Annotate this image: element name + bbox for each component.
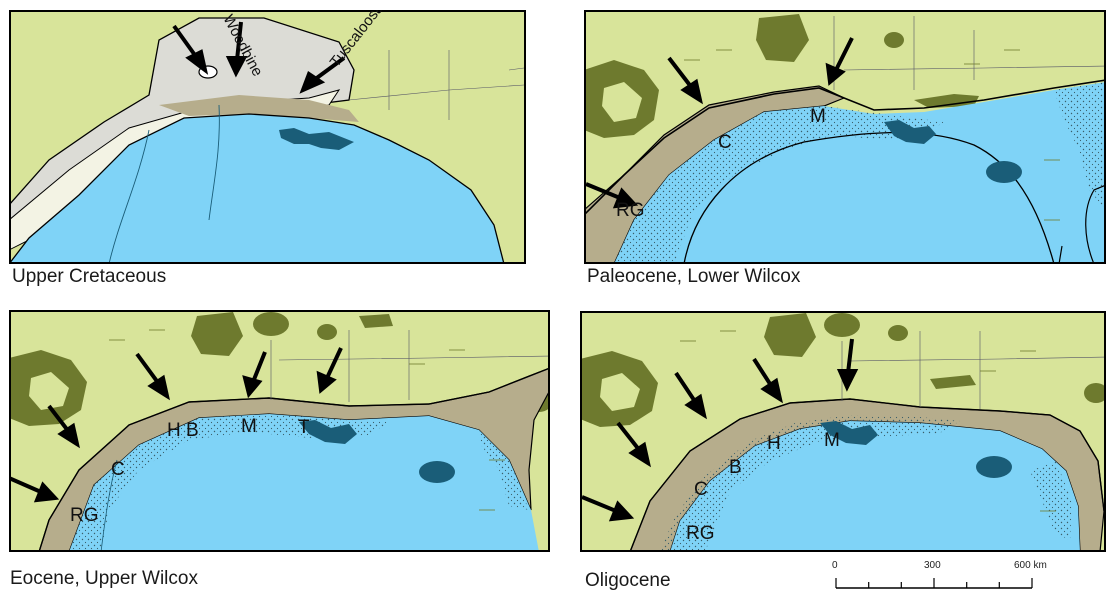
land-outline — [1085, 184, 1105, 263]
label-c: C — [718, 132, 732, 153]
upland-ridge — [930, 375, 976, 389]
panel-frame — [9, 310, 550, 552]
map-svg-oligocene: H M B C RG — [580, 311, 1106, 552]
panel-frame — [584, 10, 1106, 264]
label-rg: RG — [616, 200, 645, 221]
state-line — [843, 65, 1105, 71]
upland-hill — [317, 324, 337, 340]
upland-north — [191, 312, 243, 356]
label-rg: RG — [686, 523, 715, 544]
map-svg-paleocene-lower-wilcox: M C RG — [584, 10, 1106, 264]
dash-marks — [680, 330, 1056, 512]
state-line — [508, 67, 525, 71]
label-m: M — [824, 430, 840, 451]
upland-hill — [884, 32, 904, 48]
shelf-stipple-east — [479, 430, 529, 510]
shoreline — [629, 398, 1105, 551]
scale-bar: 0 300 600 km — [826, 548, 1076, 598]
shelf-stipple — [69, 414, 389, 551]
shelf-stipple-east — [1030, 461, 1072, 541]
upland-hill — [253, 312, 289, 336]
land-outline — [1058, 245, 1063, 263]
map-panel-eocene-upper-wilcox: H B M T C RG — [9, 310, 550, 552]
label-c: C — [111, 459, 125, 480]
label-m: M — [241, 416, 257, 437]
upland-basin — [602, 82, 642, 122]
dash-marks — [684, 49, 1060, 221]
gulf-water — [10, 113, 505, 263]
scale-bar-svg: 0 300 600 km — [832, 560, 1047, 589]
river-line — [108, 129, 150, 263]
label-t: T — [298, 417, 310, 438]
upland-north — [756, 14, 809, 62]
map-panel-paleocene-lower-wilcox: M C RG — [584, 10, 1106, 264]
sediment-arrows — [172, 21, 346, 94]
map-svg-upper-cretaceous: Woodbine Tuscaloosa — [9, 10, 526, 264]
delta — [299, 420, 357, 444]
label-h: H — [767, 433, 781, 454]
basin-lake — [419, 461, 455, 483]
shoreline — [38, 367, 549, 551]
basin-lake — [986, 161, 1022, 183]
map-svg-eocene-upper-wilcox: H B M T C RG — [9, 310, 550, 552]
scale-label-600: 600 km — [1014, 560, 1047, 571]
upland-north — [764, 313, 816, 357]
scale-label-300: 300 — [924, 560, 941, 571]
shelf-stipple — [614, 106, 944, 263]
upland-ridge — [914, 94, 979, 108]
label-rg: RG — [70, 505, 99, 526]
sediment-arrows — [581, 338, 859, 522]
shelf-stipple-east — [1054, 82, 1105, 209]
upland-ridge — [359, 314, 393, 328]
upland-basin — [29, 372, 69, 410]
coastal-plain — [159, 95, 359, 122]
river-line — [208, 104, 220, 221]
label-c: C — [694, 479, 708, 500]
upland-hill — [824, 313, 860, 337]
caption-upper-cretaceous: Upper Cretaceous — [12, 266, 167, 287]
sediment-arrows — [585, 37, 854, 209]
state-line — [849, 356, 1105, 362]
upland-east — [1084, 383, 1105, 403]
delta — [884, 120, 936, 144]
map-panel-upper-cretaceous: Woodbine Tuscaloosa — [9, 10, 526, 264]
shelf-stipple — [660, 415, 960, 551]
panel-frame — [580, 311, 1106, 552]
basin-lake — [976, 456, 1012, 478]
gulf-water — [69, 414, 539, 551]
panel-frame — [9, 10, 526, 264]
caption-paleocene-lower-wilcox: Paleocene, Lower Wilcox — [587, 266, 801, 287]
state-line — [278, 355, 549, 361]
upland-hill — [888, 325, 908, 341]
dash-marks — [109, 329, 505, 511]
upland-basin — [600, 373, 640, 411]
caption-oligocene: Oligocene — [585, 570, 671, 591]
delta — [820, 421, 878, 445]
delta — [279, 128, 354, 150]
label-m: M — [810, 106, 826, 127]
shoreline — [585, 79, 1105, 216]
label-hb: H B — [167, 420, 199, 441]
map-panel-oligocene: H M B C RG — [580, 311, 1106, 552]
label-b: B — [729, 457, 742, 478]
scale-label-0: 0 — [832, 560, 838, 571]
caption-eocene-upper-wilcox: Eocene, Upper Wilcox — [10, 568, 198, 589]
river-line — [100, 459, 118, 551]
sediment-arrows — [10, 347, 343, 503]
